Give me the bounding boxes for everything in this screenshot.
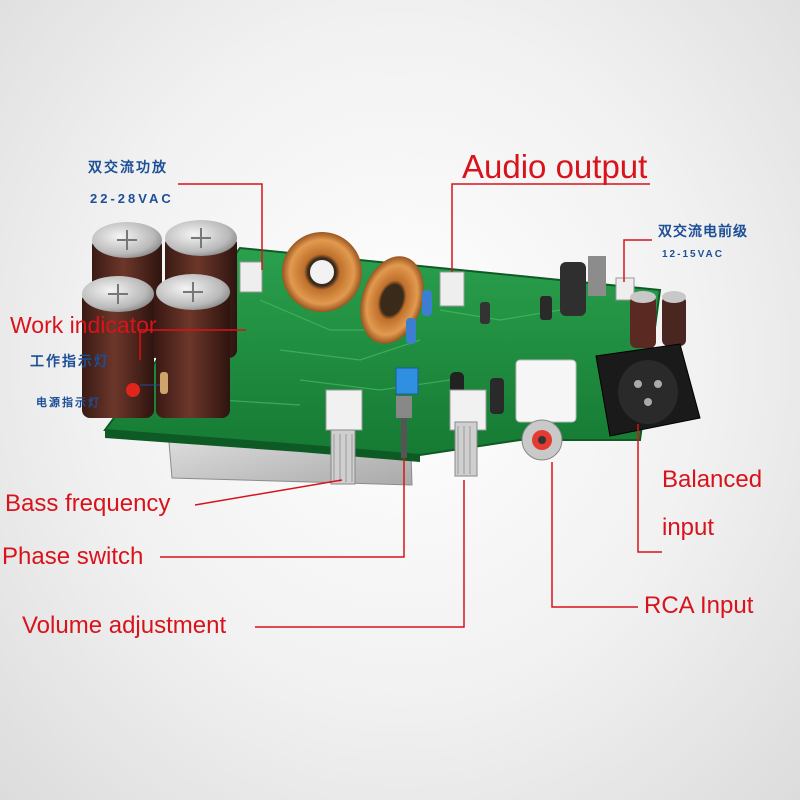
dual-ac-amp-label: 双交流功放	[88, 159, 168, 175]
rca-jack	[515, 359, 577, 461]
dual-ac-preamp-label: 双交流电前级	[658, 223, 748, 239]
bass-frequency-label: Bass frequency	[5, 490, 171, 517]
xlr-jack	[595, 343, 701, 437]
power-connector	[239, 261, 263, 293]
amp-voltage-label: 22-28VAC	[90, 191, 174, 206]
output-connector	[439, 271, 465, 307]
balanced-input-label-line1: Balanced	[662, 466, 763, 493]
phase-switch-lever	[396, 396, 412, 458]
bass-potentiometer	[325, 389, 363, 485]
rca-input-label: RCA Input	[644, 592, 754, 619]
volume-adjustment-label: Volume adjustment	[22, 612, 227, 639]
annotation-lines	[139, 183, 662, 628]
preamp-connector	[615, 277, 635, 301]
volume-potentiometer	[449, 389, 487, 477]
work-indicator-cn-label: 工作指示灯	[30, 353, 110, 369]
audio-output-label: Audio output	[462, 148, 648, 185]
work-indicator-label: Work indicator	[10, 312, 157, 338]
small-components	[126, 256, 686, 414]
phase-switch-label: Phase switch	[2, 543, 144, 570]
preamp-voltage-label: 12-15VAC	[662, 249, 724, 260]
balanced-input-label-line2: input	[662, 514, 715, 541]
power-indicator-cn-label: 电源指示灯	[36, 397, 101, 409]
